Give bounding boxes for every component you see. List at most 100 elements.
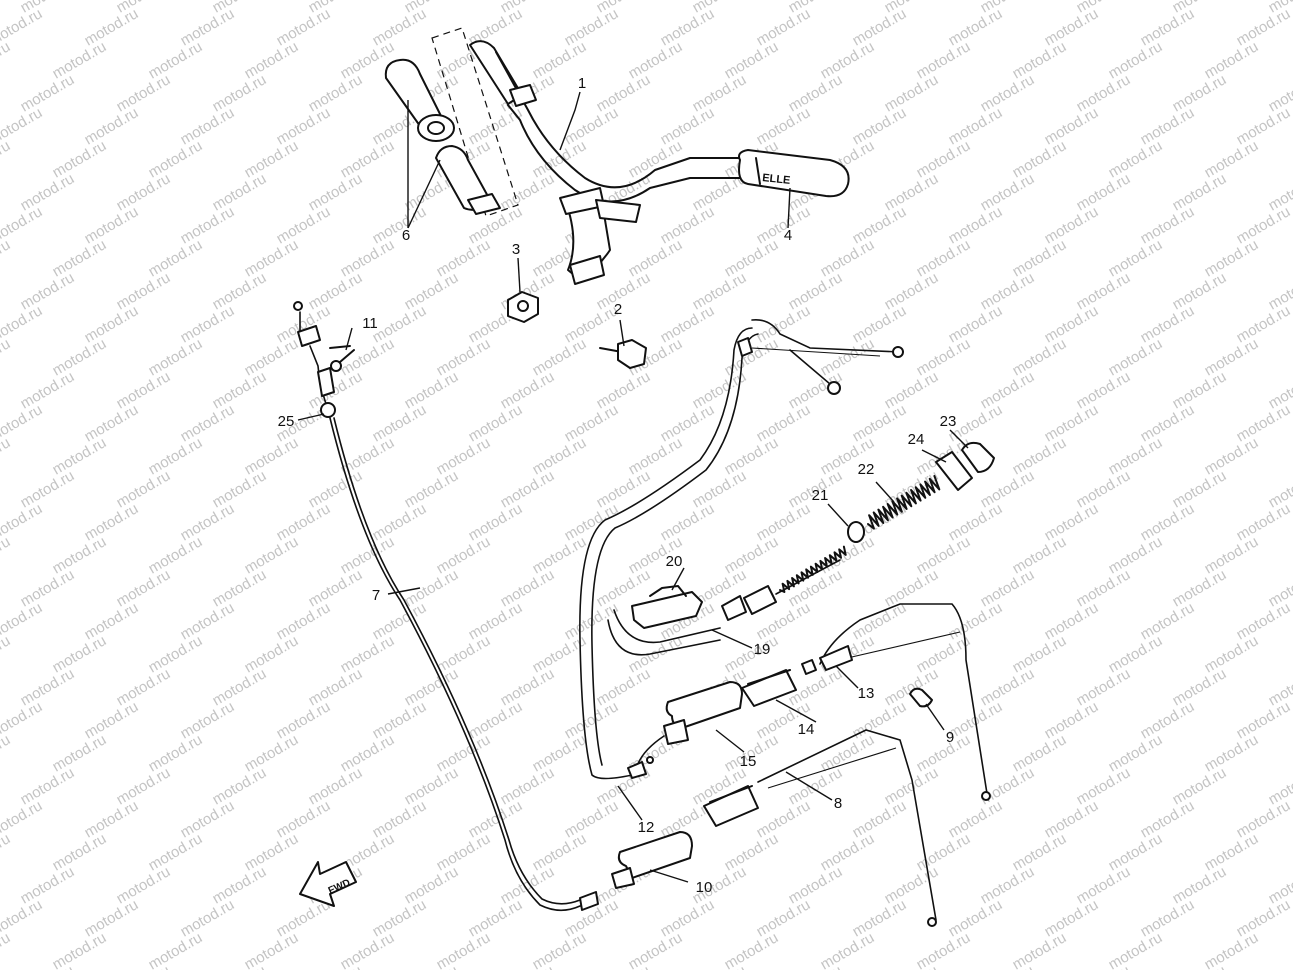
watermark-text: motod.ru	[690, 71, 750, 115]
watermark-text: motod.ru	[466, 797, 526, 841]
watermark-text: motod.ru	[498, 962, 558, 970]
watermark-text: motod.ru	[1138, 599, 1198, 643]
watermark-text: motod.ru	[1106, 632, 1166, 676]
callout-4: 4	[784, 227, 792, 244]
watermark-text: motod.ru	[1138, 896, 1198, 940]
watermark-text: motod.ru	[978, 368, 1038, 412]
watermark-text: motod.ru	[1234, 797, 1293, 841]
callout-6: 6	[402, 227, 410, 244]
watermark-text: motod.ru	[1106, 434, 1166, 478]
watermark-text: motod.ru	[658, 896, 718, 940]
watermark-text: motod.ru	[114, 467, 174, 511]
watermark-text: motod.ru	[178, 5, 238, 49]
watermark-text: motod.ru	[818, 929, 878, 970]
watermark-text: motod.ru	[1074, 71, 1134, 115]
callout-10: 10	[696, 879, 713, 896]
watermark-text: motod.ru	[178, 401, 238, 445]
watermark-text: motod.ru	[242, 731, 302, 775]
watermark-text: motod.ru	[530, 929, 590, 970]
watermark-text: motod.ru	[946, 104, 1006, 148]
watermark-text: motod.ru	[1202, 137, 1262, 181]
watermark-text: motod.ru	[18, 566, 78, 610]
watermark-text: motod.ru	[18, 368, 78, 412]
watermark-text: motod.ru	[754, 401, 814, 445]
watermark-text: motod.ru	[370, 401, 430, 445]
watermark-text: motod.ru	[722, 335, 782, 379]
watermark-text: motod.ru	[0, 335, 13, 379]
watermark-text: motod.ru	[18, 962, 78, 970]
watermark-text: motod.ru	[1074, 368, 1134, 412]
watermark-text: motod.ru	[658, 203, 718, 247]
watermark-text: motod.ru	[1170, 467, 1230, 511]
watermark-text: motod.ru	[306, 764, 366, 808]
watermark-text: motod.ru	[1010, 335, 1070, 379]
watermark-text: motod.ru	[114, 368, 174, 412]
watermark-text: motod.ru	[626, 38, 686, 82]
watermark-text: motod.ru	[370, 203, 430, 247]
watermark-text: motod.ru	[818, 38, 878, 82]
watermark-text: motod.ru	[178, 302, 238, 346]
watermark-text: motod.ru	[850, 302, 910, 346]
watermark-text: motod.ru	[146, 236, 206, 280]
watermark-text: motod.ru	[242, 38, 302, 82]
watermark-text: motod.ru	[978, 170, 1038, 214]
watermark-text: motod.ru	[146, 731, 206, 775]
watermark-text: motod.ru	[914, 236, 974, 280]
watermark-text: motod.ru	[498, 368, 558, 412]
watermark-text: motod.ru	[146, 533, 206, 577]
watermark-text: motod.ru	[210, 269, 270, 313]
watermark-text: motod.ru	[274, 203, 334, 247]
watermark-text: motod.ru	[210, 764, 270, 808]
watermark-text: motod.ru	[242, 533, 302, 577]
watermark-text: motod.ru	[562, 5, 622, 49]
watermark-text: motod.ru	[850, 104, 910, 148]
callout-15: 15	[740, 753, 757, 770]
watermark-text: motod.ru	[1202, 434, 1262, 478]
watermark-text: motod.ru	[274, 500, 334, 544]
watermark-text: motod.ru	[1138, 302, 1198, 346]
watermark-text: motod.ru	[178, 203, 238, 247]
watermark-text: motod.ru	[114, 71, 174, 115]
watermark-text: motod.ru	[914, 38, 974, 82]
watermark-text: motod.ru	[50, 236, 110, 280]
watermark-text: motod.ru	[50, 929, 110, 970]
watermark-text: motod.ru	[82, 203, 142, 247]
callout-1: 1	[578, 75, 586, 92]
watermark-text: motod.ru	[1138, 500, 1198, 544]
watermark-text: motod.ru	[1106, 731, 1166, 775]
callout-2: 2	[614, 301, 622, 318]
watermark-text: motod.ru	[1074, 665, 1134, 709]
callout-7: 7	[372, 587, 380, 604]
watermark-text: motod.ru	[338, 137, 398, 181]
watermark-text: motod.ru	[882, 170, 942, 214]
watermark-text: motod.ru	[18, 269, 78, 313]
watermark-text: motod.ru	[754, 500, 814, 544]
watermark-text: motod.ru	[82, 104, 142, 148]
watermark-text: motod.ru	[1106, 830, 1166, 874]
watermark-text: motod.ru	[466, 599, 526, 643]
watermark-text: motod.ru	[1074, 764, 1134, 808]
watermark-text: motod.ru	[1234, 401, 1293, 445]
watermark-text: motod.ru	[786, 71, 846, 115]
watermark-text: motod.ru	[338, 929, 398, 970]
watermark-text: motod.ru	[1170, 863, 1230, 907]
watermark-text: motod.ru	[1234, 5, 1293, 49]
watermark-text: motod.ru	[530, 533, 590, 577]
watermark-text: motod.ru	[466, 500, 526, 544]
watermark-text: motod.ru	[658, 104, 718, 148]
watermark-text: motod.ru	[658, 500, 718, 544]
watermark-text: motod.ru	[114, 764, 174, 808]
watermark-text: motod.ru	[1074, 170, 1134, 214]
watermark-text: motod.ru	[178, 104, 238, 148]
callout-25: 25	[278, 413, 295, 430]
watermark-text: motod.ru	[114, 269, 174, 313]
watermark-text: motod.ru	[338, 731, 398, 775]
watermark-text: motod.ru	[946, 500, 1006, 544]
watermark-text: motod.ru	[594, 665, 654, 709]
watermark-text: motod.ru	[1010, 830, 1070, 874]
watermark-text: motod.ru	[1234, 203, 1293, 247]
watermark-text: motod.ru	[402, 269, 462, 313]
watermark-text: motod.ru	[1234, 500, 1293, 544]
watermark-text: motod.ru	[1266, 962, 1293, 970]
